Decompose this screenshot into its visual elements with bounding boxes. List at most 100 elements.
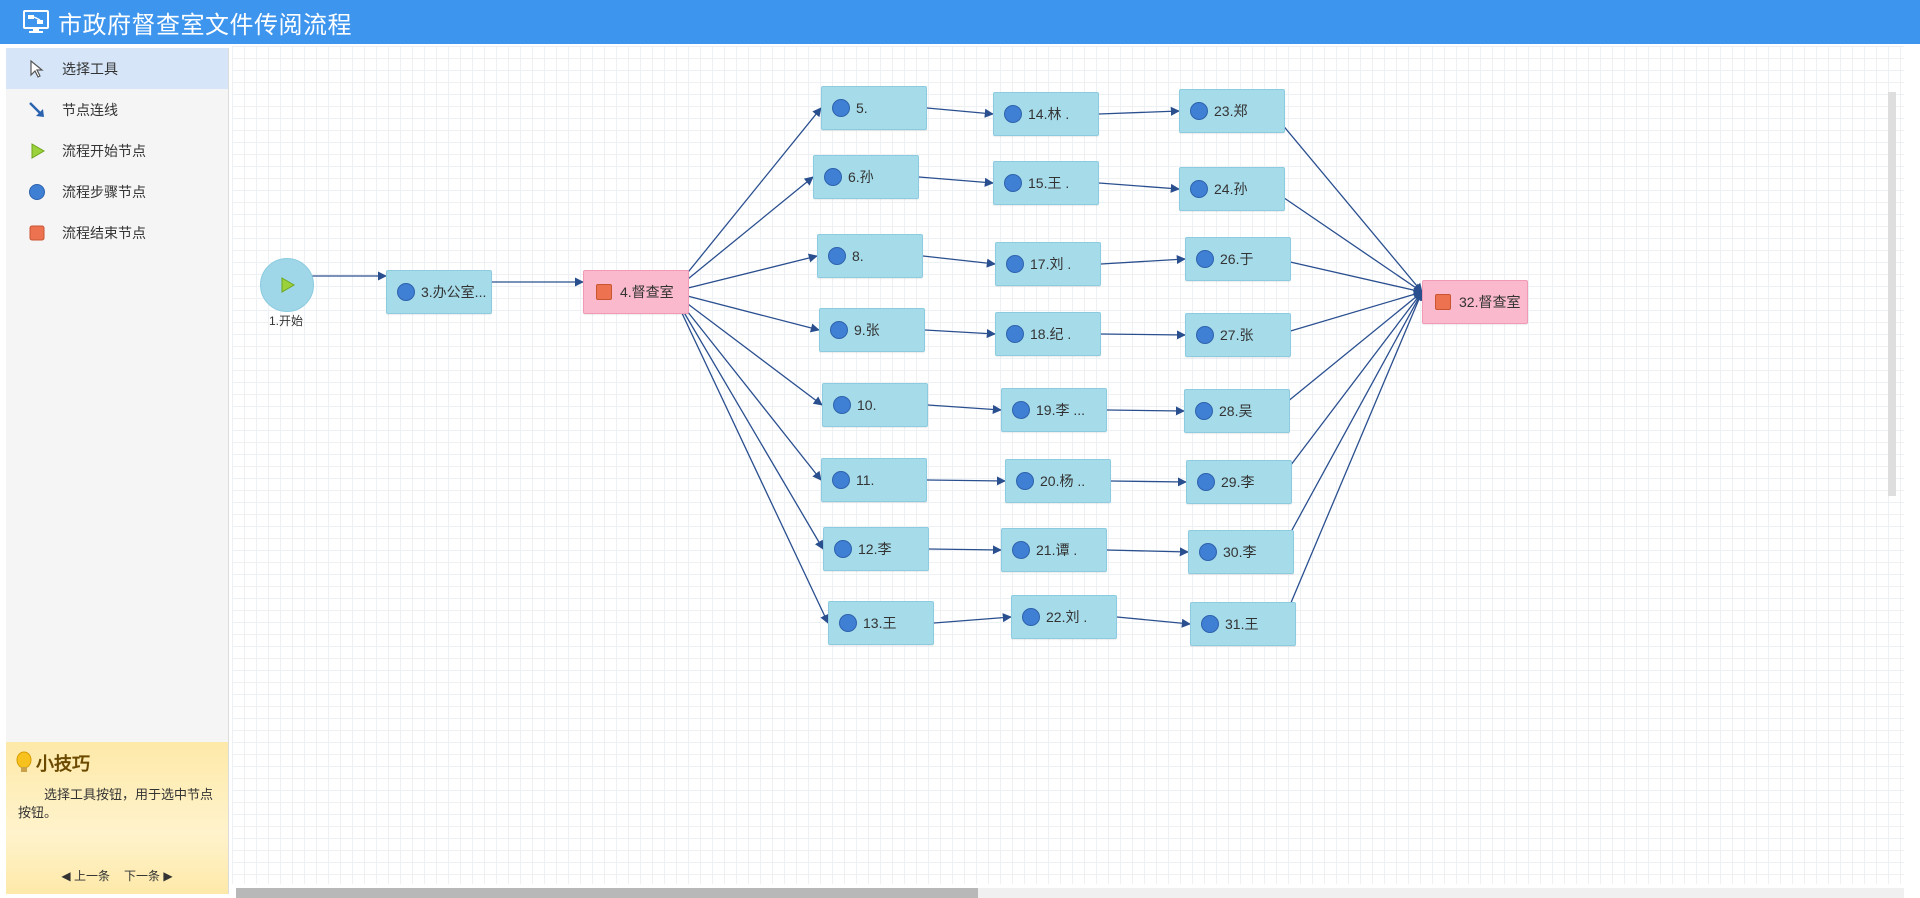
flow-edges: [312, 106, 1424, 628]
step-node-icon: [1195, 402, 1213, 420]
step-node[interactable]: 26.于: [1185, 237, 1291, 281]
step-node[interactable]: 19.李 ...: [1001, 388, 1107, 432]
tips-prev-button[interactable]: ◀ 上一条: [61, 869, 110, 883]
horizontal-scrollbar[interactable]: [236, 888, 1904, 898]
step-node-label: 22.刘 .: [1046, 609, 1088, 625]
flow-edge[interactable]: [671, 176, 814, 293]
step-node-label: 27.张: [1220, 327, 1254, 343]
flow-edge[interactable]: [1110, 477, 1187, 487]
flow-edge[interactable]: [933, 613, 1012, 624]
step-node[interactable]: 13.王: [828, 601, 934, 645]
step-node-icon: [839, 614, 857, 632]
start-node-label: 1.开始: [268, 314, 303, 328]
step-node-icon: [397, 283, 415, 301]
flow-edge[interactable]: [1116, 616, 1191, 628]
end-node-label: 32.督查室: [1459, 294, 1521, 310]
step-node[interactable]: 6.孙: [813, 155, 919, 199]
flow-edge[interactable]: [927, 404, 1002, 414]
step-node-icon: [1199, 543, 1217, 561]
flow-edge[interactable]: [671, 291, 820, 333]
flow-edge[interactable]: [1270, 188, 1423, 293]
step-node[interactable]: 15.王 .: [993, 161, 1099, 205]
step-node[interactable]: 24.孙: [1179, 167, 1285, 211]
step-node-icon: [1004, 174, 1022, 192]
flow-edge[interactable]: [1270, 110, 1423, 293]
flow-edge[interactable]: [926, 476, 1006, 486]
step-node[interactable]: 9.张: [819, 308, 925, 352]
step-node[interactable]: 17.刘 .: [995, 242, 1101, 286]
step-node[interactable]: 10.: [822, 383, 928, 427]
step-node[interactable]: 21.谭 .: [1001, 528, 1107, 572]
flow-edge[interactable]: [1277, 291, 1423, 483]
step-node[interactable]: 20.杨 ..: [1005, 459, 1111, 503]
step-node[interactable]: 18.纪 .: [995, 312, 1101, 356]
step-node[interactable]: 23.郑: [1179, 89, 1285, 133]
flow-edge[interactable]: [671, 291, 824, 550]
flow-edge[interactable]: [671, 107, 822, 293]
start-node[interactable]: [260, 258, 314, 312]
step-node[interactable]: 11.: [821, 458, 927, 502]
flow-edge[interactable]: [926, 107, 994, 118]
step-node-label: 31.王: [1225, 616, 1259, 632]
flow-edge[interactable]: [1100, 330, 1186, 340]
flow-edge[interactable]: [924, 328, 996, 339]
step-node-icon: [1190, 102, 1208, 120]
toolbox-panel: 选择工具 节点连线 流程开始节点 流程步骤节点 流程结束节点 小技巧: [6, 48, 229, 894]
step-node[interactable]: 22.刘 .: [1011, 595, 1117, 639]
step-node[interactable]: 12.李: [823, 527, 929, 571]
step-node-icon: [824, 168, 842, 186]
step-node[interactable]: 29.李: [1186, 460, 1292, 504]
tool-select-label: 选择工具: [62, 60, 118, 77]
flow-edge[interactable]: [1275, 291, 1423, 412]
horizontal-scroll-thumb[interactable]: [236, 888, 978, 898]
step-node-label: 19.李 ...: [1036, 402, 1086, 418]
step-node[interactable]: 8.: [817, 234, 923, 278]
flow-edge[interactable]: [1276, 258, 1423, 295]
step-node-icon: [1197, 473, 1215, 491]
flow-edge[interactable]: [671, 291, 829, 624]
monitor-flow-icon: [23, 10, 49, 33]
flow-edge[interactable]: [1276, 289, 1423, 336]
flow-edge[interactable]: [928, 545, 1002, 555]
step-node[interactable]: 14.林 .: [993, 92, 1099, 136]
tool-step-node[interactable]: 流程步骤节点: [6, 171, 228, 212]
flow-edge[interactable]: [922, 255, 996, 268]
flow-edge[interactable]: [1106, 547, 1189, 557]
blue-circle-icon: [26, 181, 48, 203]
step-node[interactable]: 31.王: [1190, 602, 1296, 646]
step-node[interactable]: 5.: [821, 86, 927, 130]
vertical-scrollbar[interactable]: [1888, 92, 1896, 496]
step-node[interactable]: 28.吴: [1184, 389, 1290, 433]
tool-select[interactable]: 选择工具: [6, 48, 228, 89]
step-node[interactable]: 27.张: [1185, 313, 1291, 357]
step-node-icon: [832, 99, 850, 117]
title-bar: 市政府督查室文件传阅流程: [0, 0, 1920, 44]
flow-edge[interactable]: [671, 291, 823, 406]
flow-edge[interactable]: [671, 253, 818, 293]
step-node-icon: [832, 471, 850, 489]
flow-edge[interactable]: [1098, 106, 1180, 116]
tool-connect[interactable]: 节点连线: [6, 89, 228, 130]
flow-edge[interactable]: [1281, 291, 1424, 625]
step-node-label: 14.林 .: [1028, 106, 1070, 122]
step-node-label: 26.于: [1220, 251, 1254, 267]
flow-edge[interactable]: [918, 176, 994, 187]
flow-edge[interactable]: [1098, 182, 1180, 193]
tool-connect-label: 节点连线: [62, 101, 118, 118]
step-node[interactable]: 30.李: [1188, 530, 1294, 574]
step-node-icon: [1004, 105, 1022, 123]
flow-edge[interactable]: [671, 291, 822, 481]
flow-edge[interactable]: [1279, 291, 1423, 553]
step-node-3[interactable]: 3.办公室...: [386, 270, 492, 314]
step-node-label: 20.杨 ..: [1040, 473, 1086, 489]
flow-canvas[interactable]: 1.开始 3.办公室... 4.督查室 32.督查室 5. 6.孙 8. 9.张 10.…: [232, 46, 1904, 884]
step-node-label: 6.孙: [848, 169, 874, 185]
step-node-label: 9.张: [854, 322, 880, 338]
tips-next-button[interactable]: 下一条 ▶: [124, 869, 173, 883]
end-node-4[interactable]: 4.督查室: [583, 270, 689, 314]
tool-end-node[interactable]: 流程结束节点: [6, 212, 228, 253]
flow-edge[interactable]: [1100, 254, 1186, 265]
flow-edge[interactable]: [1106, 406, 1185, 416]
end-node-32[interactable]: 32.督查室: [1422, 280, 1528, 324]
tool-start-node[interactable]: 流程开始节点: [6, 130, 228, 171]
